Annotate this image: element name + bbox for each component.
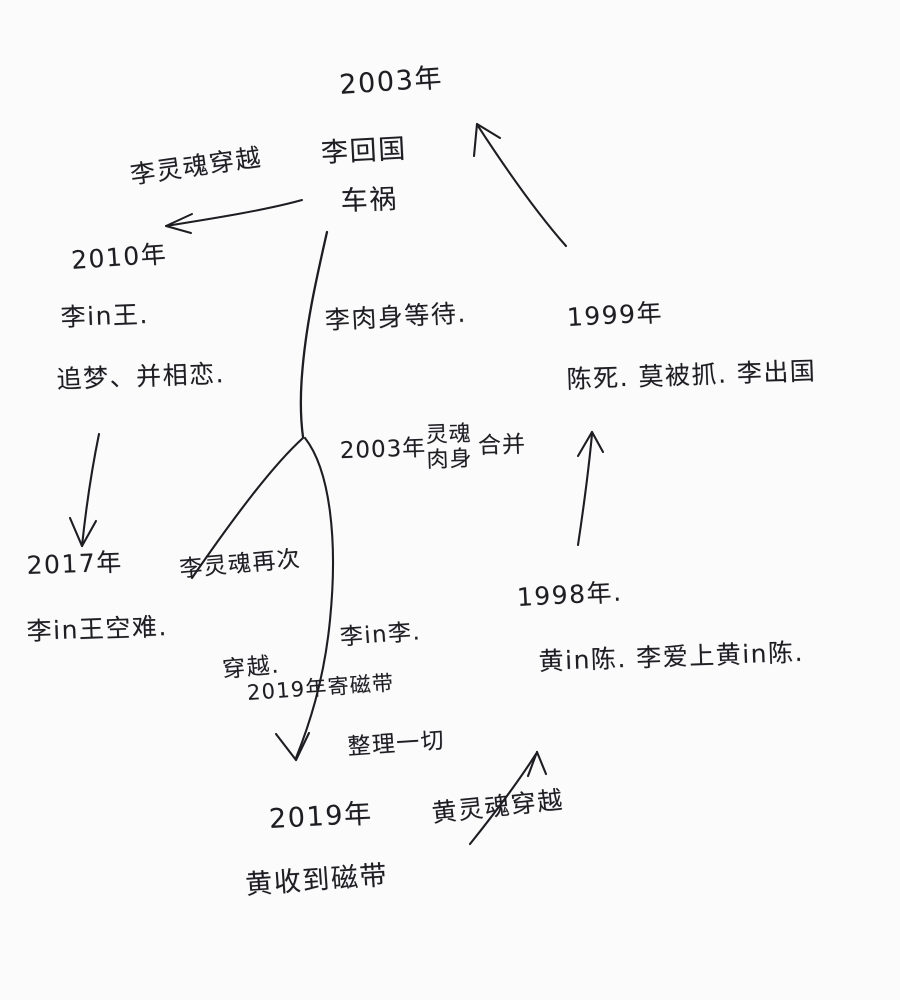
node-2017-year: 2017年 [26, 547, 124, 580]
node-2017-line1: 李in王空难. [26, 612, 169, 646]
arrow-1998-to-1999 [576, 430, 605, 547]
label-li-soul-again: 李灵魂再次 穿越. [172, 473, 317, 759]
label-huang-soul-travel: 黄灵魂穿越 [430, 785, 566, 828]
node-2003-top-year: 2003年 [338, 62, 445, 101]
arrow-to-2003-top [472, 122, 568, 248]
label-2003-merge-tail: 合并 [477, 431, 527, 460]
node-1998-year: 1998年. [516, 577, 624, 612]
label-li-soul-travel: 李灵魂穿越 [128, 142, 264, 190]
node-1999-year: 1999年 [566, 297, 664, 332]
node-1999-line1: 陈死. 莫被抓. 李出国 [566, 356, 817, 394]
label-2003-merge-stack: 灵魂肉身 [425, 422, 473, 474]
node-2010-line2: 追梦、并相恋. [56, 359, 226, 394]
node-1998-line1: 黄in陈. 李爱上黄in陈. [538, 637, 805, 676]
label-2003-merge: 2003年灵魂肉身合并 [314, 397, 528, 501]
label-li-body-waits: 李肉身等待. [324, 298, 468, 335]
label-li-in-li-line1: 李in李. [339, 619, 422, 651]
node-2003-top-line1: 李回国 [320, 133, 408, 169]
label-li-soul-again-line1: 李灵魂再次 [178, 546, 303, 583]
label-li-in-li-line2: 整理一切 [346, 727, 446, 760]
arrow-2010-to-2017 [68, 432, 101, 548]
arrow-2003-to-2010 [165, 199, 303, 234]
label-2003-merge-bottom: 肉身 [426, 446, 473, 474]
node-2019-bottom-line1: 黄收到磁带 [244, 860, 390, 901]
node-2003-top-line2: 车祸 [340, 183, 399, 217]
label-2003-merge-top: 灵魂 [425, 421, 473, 449]
node-2010-line1: 李in王. [60, 299, 150, 332]
node-2019-bottom-year: 2019年 [268, 798, 374, 835]
node-2010-year: 2010年 [70, 239, 169, 275]
label-2003-merge-year: 2003年 [339, 434, 427, 464]
